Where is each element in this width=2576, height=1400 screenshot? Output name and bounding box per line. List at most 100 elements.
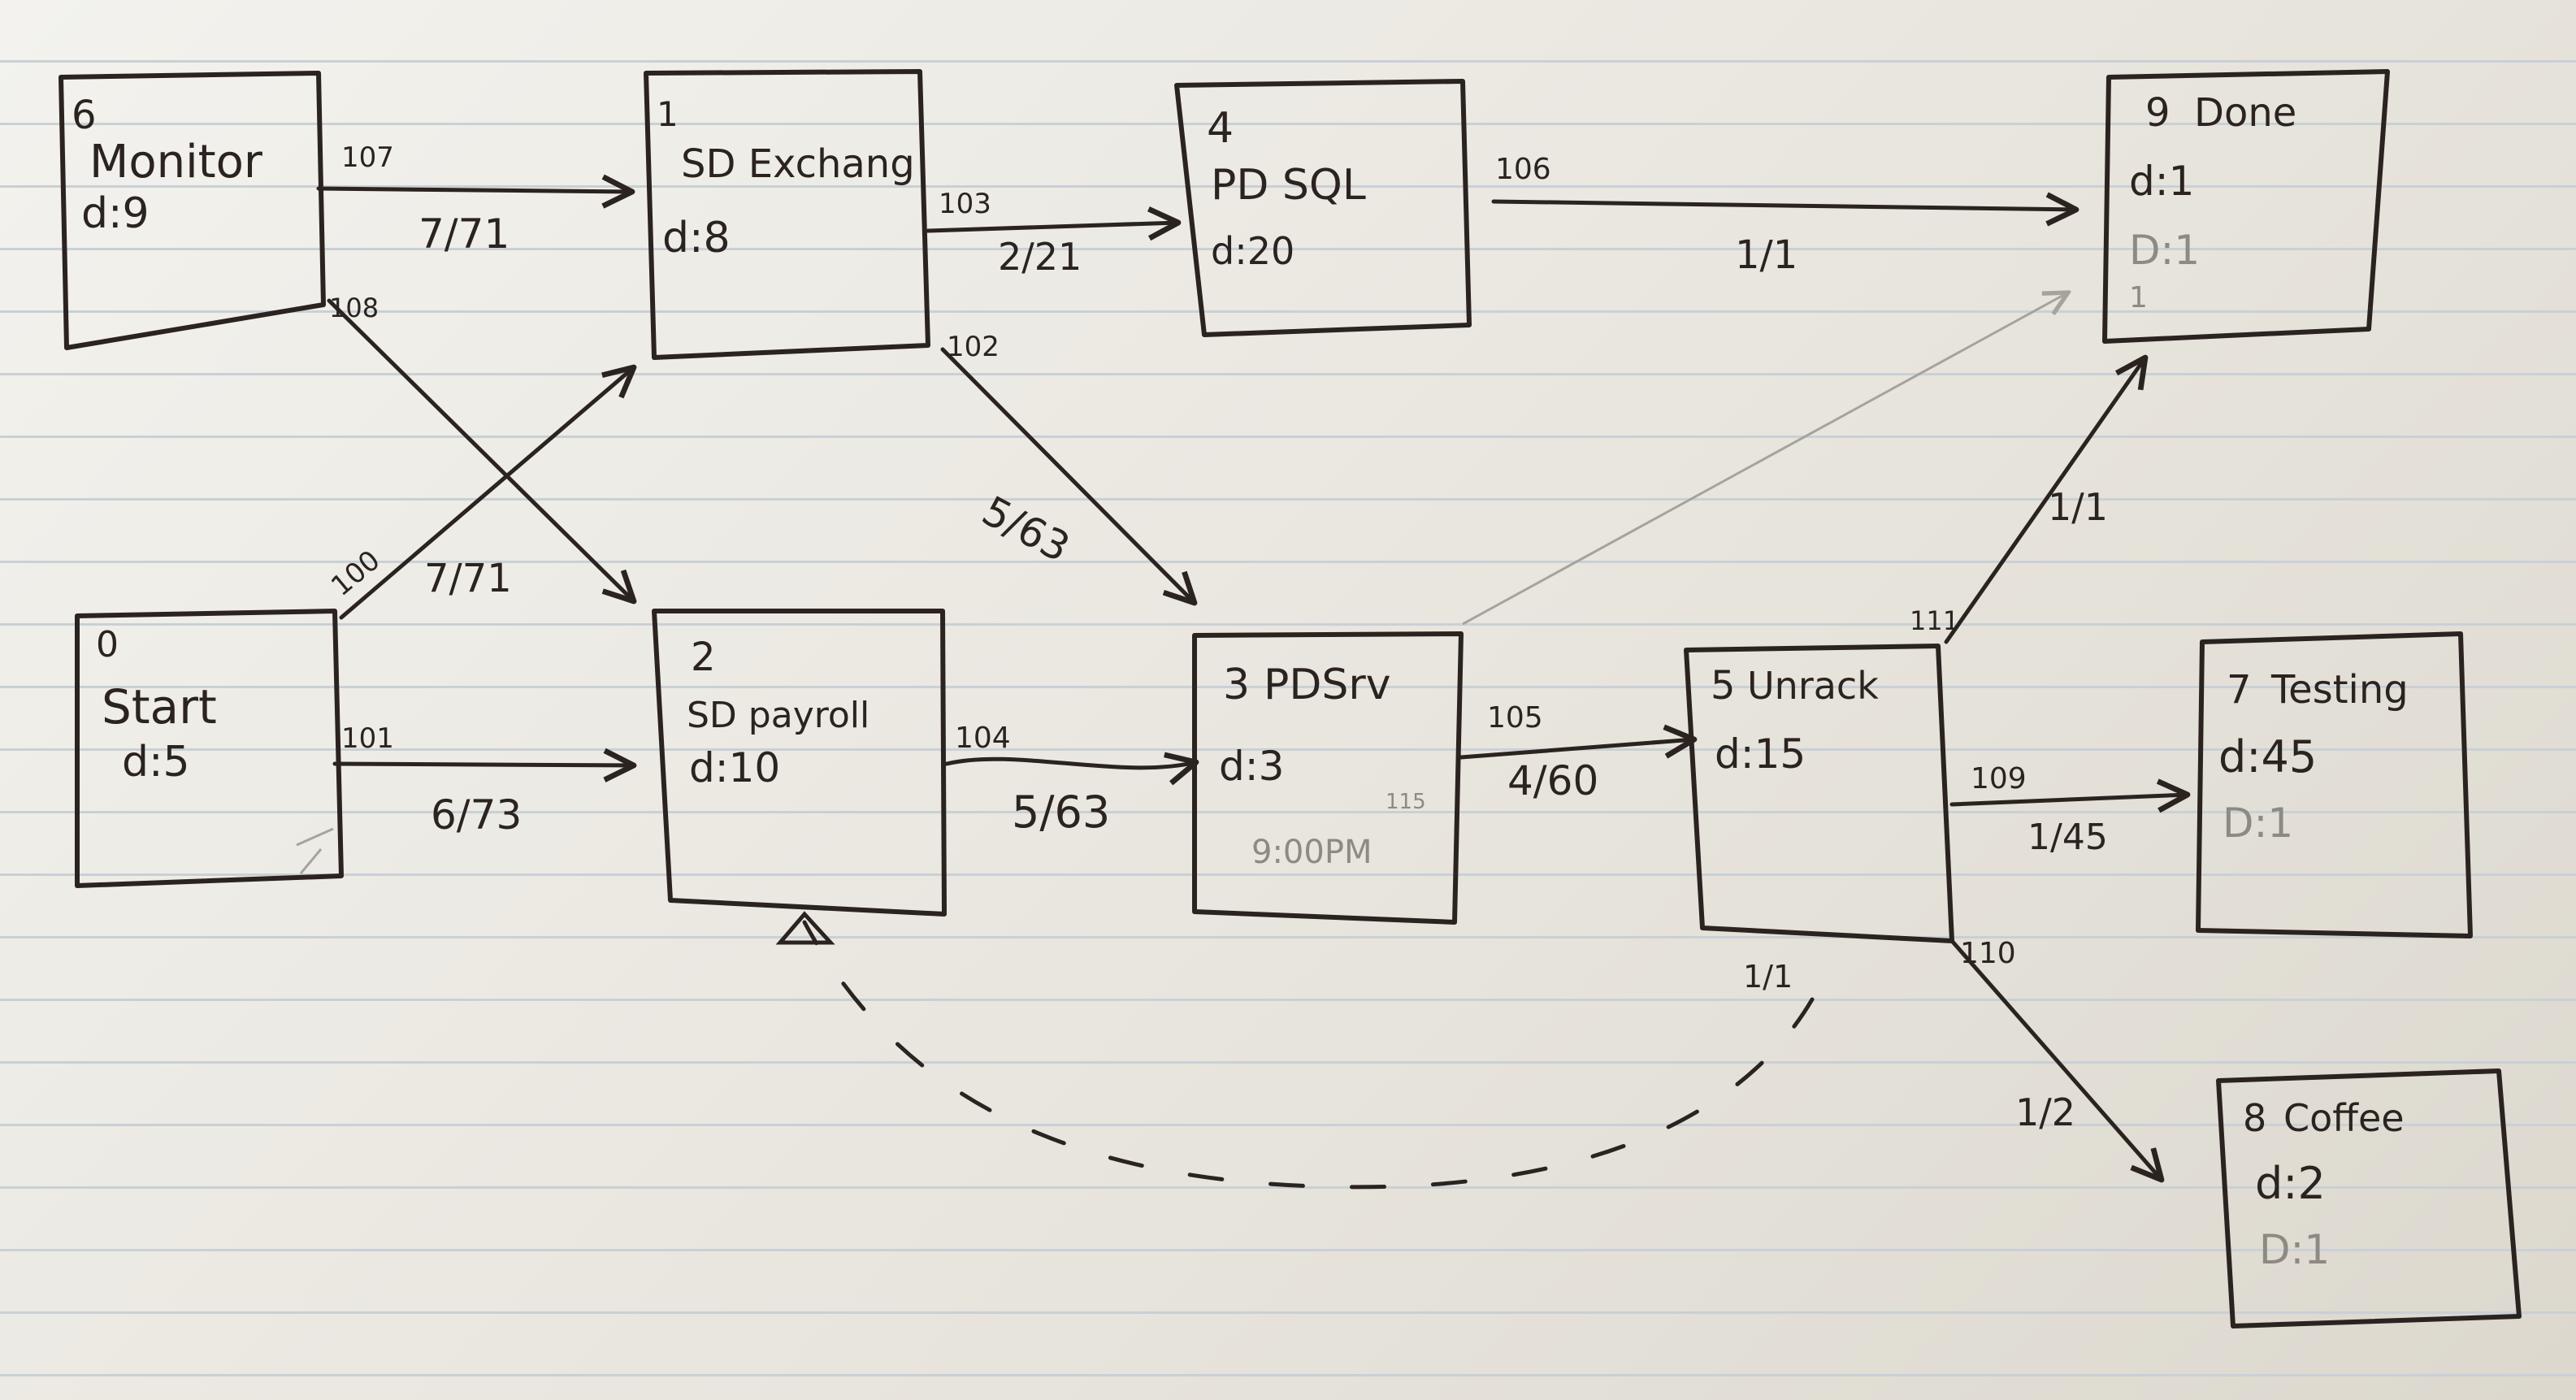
node-coffee-name: Coffee [2283,1096,2405,1140]
node-sd-payroll-name: SD payroll [687,695,870,736]
edge-102-label: 5/63 [974,487,1077,571]
node-pd-srv-note-id: 115 [1386,790,1426,814]
node-start-id: 0 [96,624,119,665]
node-pd-srv-name: PDSrv [1264,661,1391,709]
node-sd-exchange: 1 SD Exchang d:8 [657,94,915,262]
edge-100-id: 100 [325,544,386,603]
node-boxes [59,69,2522,1328]
edge-106-id: 106 [1495,153,1551,186]
pencil-mark [296,827,334,874]
node-sd-payroll-duration: d:10 [689,744,780,791]
node-pd-srv-duration: d:3 [1219,743,1284,790]
node-unrack-duration: d:15 [1715,730,1806,778]
edge-dashed-label: 1/1 [1743,959,1793,995]
node-sd-exchange-name: SD Exchang [681,141,915,187]
node-pd-srv-id: 3 [1223,661,1250,709]
edge-101-label: 6/73 [431,791,522,839]
edge-labels: 107 7/71 108 100 7/71 101 6/73 103 2/21 … [325,141,2108,1134]
dashed-arrowhead [775,911,835,945]
edge-105-id: 105 [1487,701,1543,735]
box-done [2102,69,2390,344]
node-testing-id: 7 [2227,667,2252,713]
edge-105-label: 4/60 [1507,757,1598,804]
node-done-extra: 1 [2129,281,2148,314]
box-sd-exchange [644,69,930,360]
box-pd-srv [1192,631,1464,925]
node-pd-srv-note: 9:00PM [1251,834,1372,871]
node-monitor-id: 6 [72,93,97,138]
edge-dashed-unrack-payroll [802,920,1815,1190]
node-pd-sql-name: PD SQL [1211,161,1366,210]
node-pd-sql-id: 4 [1207,104,1234,153]
node-done-name: Done [2194,90,2296,136]
node-unrack-id: 5 [1711,663,1736,709]
node-monitor: 6 Monitor d:9 [72,93,263,238]
node-start-name: Start [102,679,217,735]
edge-104-id: 104 [955,722,1011,755]
node-coffee-id: 8 [2243,1096,2266,1140]
edge-109 [1949,778,2191,813]
edge-105 [1459,724,1698,760]
edge-108-id: 108 [329,293,379,323]
edge-110-label: 1/2 [2015,1090,2075,1134]
edge-102-id: 102 [947,331,1000,363]
node-unrack: 5 Unrack d:15 [1711,663,1879,778]
edge-101-id: 101 [341,722,394,755]
edge-104-label: 5/63 [1012,787,1110,838]
edge-111 [1944,354,2149,644]
box-unrack [1684,644,1954,943]
node-coffee: 8 Coffee d:2 D:1 [2243,1096,2405,1273]
edge-106-label: 1/1 [1735,232,1798,278]
node-testing-duration: d:45 [2218,731,2317,782]
box-pd-sql [1174,79,1472,337]
node-sd-exchange-duration: d:8 [662,214,731,262]
box-monitor [59,71,326,350]
node-monitor-duration: d:9 [81,189,150,238]
edge-107-id: 107 [341,141,394,174]
edge-107-label: 7/71 [418,210,510,258]
box-coffee [2216,1068,2522,1328]
node-pd-srv: 3 PDSrv d:3 9:00PM 115 [1219,661,1426,871]
node-testing-name: Testing [2270,667,2409,713]
node-coffee-duration: d:2 [2255,1158,2326,1209]
node-done: 9 Done d:1 D:1 1 [2129,90,2296,314]
edge-106 [1491,192,2079,227]
edge-104 [944,752,1199,786]
edge-faint-pdsrv-done [1462,293,2068,626]
edge-110 [1949,938,2165,1183]
edge-111-id: 111 [1910,605,1959,636]
node-done-duration: d:1 [2129,158,2194,205]
node-pd-sql: 4 PD SQL d:20 [1207,104,1366,273]
edge-100 [339,364,637,620]
edge-110-id: 110 [1960,937,2016,970]
edge-109-label: 1/45 [2027,817,2108,858]
box-start [75,609,344,888]
node-sd-payroll: 2 SD payroll d:10 [687,635,870,791]
box-sd-payroll [652,609,947,917]
node-coffee-duration-2: D:1 [2259,1226,2330,1273]
edges [296,174,2191,1190]
node-testing-duration-2: D:1 [2223,800,2293,847]
node-monitor-name: Monitor [89,136,263,189]
node-start: 0 Start d:5 [96,624,217,787]
node-pd-sql-duration: d:20 [1211,229,1295,273]
edge-108 [327,298,637,605]
edge-103-label: 2/21 [998,235,1082,279]
edge-100-label: 7/71 [424,556,512,601]
node-testing: 7 Testing d:45 D:1 [2218,667,2409,847]
edge-111-label: 1/1 [2048,485,2108,529]
edge-103 [926,206,1182,241]
edge-109-id: 109 [1971,762,2027,795]
node-sd-exchange-id: 1 [657,94,679,134]
edge-101 [332,748,637,782]
edge-103-id: 103 [939,188,991,220]
edge-102 [940,347,1198,606]
node-start-duration: d:5 [122,738,190,787]
box-testing [2196,631,2473,938]
edge-107 [316,174,635,209]
node-sd-payroll-id: 2 [691,635,716,680]
node-done-id: 9 [2145,90,2171,136]
node-unrack-name: Unrack [1747,664,1879,708]
node-done-duration-2: D:1 [2129,227,2200,274]
